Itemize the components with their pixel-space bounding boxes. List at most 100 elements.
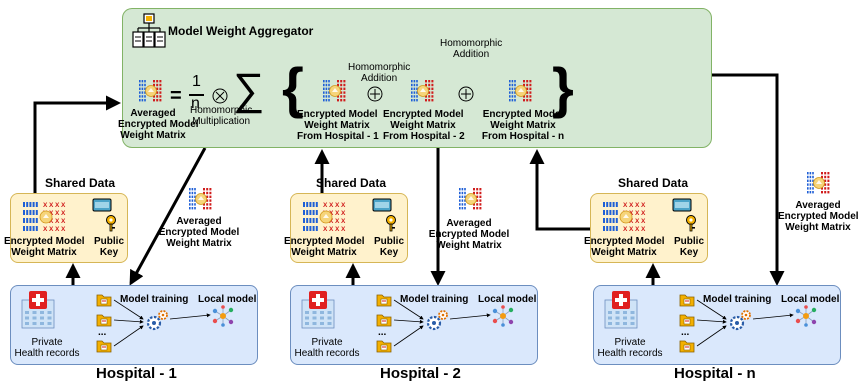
data-folder-icon <box>96 339 112 353</box>
svg-text:X: X <box>55 202 60 209</box>
more-records-ellipsis: ... <box>681 327 690 338</box>
svg-text:X: X <box>623 226 628 233</box>
matrix-label-hospital-1: Encrypted Model Weight Matrix From Hospi… <box>297 109 379 142</box>
training-flow-arrows <box>113 299 211 347</box>
svg-text:X: X <box>641 218 646 225</box>
svg-text:X: X <box>323 202 328 209</box>
training-gear-icon <box>144 309 170 333</box>
data-folder-icon <box>376 293 392 307</box>
svg-text:X: X <box>329 218 334 225</box>
public-key-label-1: Public Key <box>94 236 125 258</box>
averaged-label-2: Averaged Encrypted Model Weight Matrix <box>428 218 510 251</box>
svg-text:X: X <box>49 210 54 217</box>
data-folder-icon <box>679 313 695 327</box>
private-records-label: Private Health records <box>14 337 80 359</box>
svg-text:X: X <box>641 210 646 217</box>
shared-matrix-label-1: Encrypted Model Weight Matrix <box>4 236 85 258</box>
homomorphic-addition-label-2: Homomorphic Addition <box>440 38 503 60</box>
hospital-name-1: Hospital - 1 <box>96 365 177 382</box>
shared-data-title-1: Shared Data <box>45 176 116 190</box>
averaged-label-1: Averaged Encrypted Model Weight Matrix <box>158 216 240 249</box>
model-weight-aggregator <box>122 8 712 148</box>
svg-text:X: X <box>629 210 634 217</box>
add-icon-2 <box>458 86 474 102</box>
arrow-shared1-to-aggregator <box>33 95 121 193</box>
fraction-n: n <box>191 95 200 112</box>
svg-text:X: X <box>329 226 334 233</box>
model-training-label: Model training <box>703 294 772 305</box>
local-model-label: Local model <box>781 294 840 305</box>
hospital-building-icon <box>298 290 338 330</box>
arrow-aggregator-to-h1 <box>129 147 207 286</box>
public-key-label-n: Public Key <box>674 236 705 258</box>
more-records-ellipsis: ... <box>98 327 107 338</box>
training-flow-arrows <box>696 299 794 347</box>
homomorphic-addition-label-1: Homomorphic Addition <box>348 62 411 84</box>
svg-text:X: X <box>335 202 340 209</box>
equals-sign: = <box>170 85 182 107</box>
hospital-building-icon <box>18 290 58 330</box>
hospital-box-n <box>593 285 841 365</box>
hospital-name-2: Hospital - 2 <box>380 365 461 382</box>
svg-text:X: X <box>635 210 640 217</box>
multiply-icon <box>212 88 228 104</box>
arrow-aggregator-to-hn <box>712 73 785 286</box>
svg-text:X: X <box>641 202 646 209</box>
svg-text:X: X <box>635 226 640 233</box>
training-gear-icon <box>727 309 753 333</box>
local-model-icon <box>492 305 514 327</box>
shared-data-title-n: Shared Data <box>618 176 689 190</box>
data-folder-icon <box>376 313 392 327</box>
fraction-one: 1 <box>192 73 201 90</box>
svg-text:X: X <box>335 210 340 217</box>
aggregator-title: Model Weight Aggregator <box>168 24 314 38</box>
svg-text:X: X <box>341 210 346 217</box>
aggregator-server-icon <box>132 12 166 50</box>
sigma-symbol: ∑ <box>233 65 265 114</box>
shared-matrix-label-n: Encrypted Model Weight Matrix <box>584 236 665 258</box>
svg-text:X: X <box>629 226 634 233</box>
svg-text:X: X <box>49 202 54 209</box>
svg-text:X: X <box>341 202 346 209</box>
homomorphic-multiplication-label: Homomorphic Multiplication <box>190 105 253 127</box>
data-folder-icon <box>96 293 112 307</box>
local-model-icon <box>212 305 234 327</box>
svg-text:X: X <box>43 202 48 209</box>
model-training-label: Model training <box>400 294 469 305</box>
local-model-label: Local model <box>478 294 537 305</box>
model-training-label: Model training <box>120 294 189 305</box>
svg-text:X: X <box>623 202 628 209</box>
svg-text:X: X <box>641 226 646 233</box>
private-records-label: Private Health records <box>597 337 663 359</box>
data-folder-icon <box>376 339 392 353</box>
svg-text:X: X <box>629 202 634 209</box>
svg-text:X: X <box>61 202 66 209</box>
svg-text:X: X <box>335 226 340 233</box>
more-records-ellipsis: ... <box>378 327 387 338</box>
svg-text:X: X <box>329 210 334 217</box>
svg-text:X: X <box>61 210 66 217</box>
svg-text:X: X <box>49 218 54 225</box>
svg-text:X: X <box>43 226 48 233</box>
svg-text:X: X <box>335 218 340 225</box>
svg-text:X: X <box>329 202 334 209</box>
local-model-label: Local model <box>198 294 257 305</box>
data-folder-icon <box>679 293 695 307</box>
training-flow-arrows <box>393 299 491 347</box>
private-records-label: Private Health records <box>294 337 360 359</box>
public-key-label-2: Public Key <box>374 236 405 258</box>
arrow-sharedn-to-aggregator <box>529 149 590 231</box>
svg-text:X: X <box>55 226 60 233</box>
add-icon-1 <box>367 86 383 102</box>
averaged-label-n: Averaged Encrypted Model Weight Matrix <box>778 200 859 233</box>
svg-text:X: X <box>635 218 640 225</box>
fraction-bar <box>189 94 204 96</box>
hospital-internals: Private Health records... Model training L… <box>593 285 841 365</box>
svg-text:X: X <box>55 218 60 225</box>
svg-text:X: X <box>55 210 60 217</box>
right-brace: } <box>552 56 574 119</box>
shared-matrix-label-2: Encrypted Model Weight Matrix <box>284 236 365 258</box>
shared-data-title-2: Shared Data <box>316 176 387 190</box>
svg-text:X: X <box>629 218 634 225</box>
